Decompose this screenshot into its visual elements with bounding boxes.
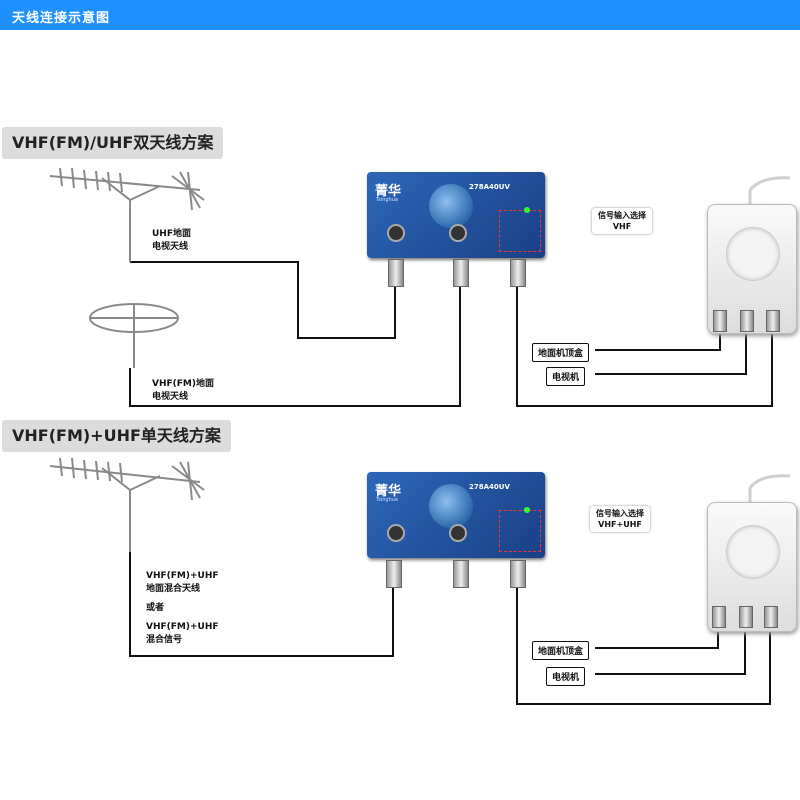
- port-icon: [740, 310, 754, 332]
- amplifier-icon: 菁华 Tsinghua 278A40UV: [367, 172, 545, 258]
- connector-icon: [453, 560, 469, 588]
- amp-brand: 菁华: [375, 484, 402, 499]
- amp-brand-sub: Tsinghua: [376, 497, 398, 503]
- fm-ring-antenna-icon: [89, 303, 179, 368]
- amplifier-icon: 菁华 Tsinghua 278A40UV: [367, 472, 545, 558]
- connector-icon: [453, 259, 469, 287]
- box-face: [726, 525, 780, 579]
- amp-model: 278A40UV: [469, 483, 510, 491]
- section-title-dual: VHF(FM)/UHF双天线方案: [2, 127, 224, 159]
- uhf-antenna-label: UHF地面 电视天线: [152, 229, 191, 252]
- yagi-antenna-icon: [49, 167, 205, 262]
- gain-knob: [449, 224, 467, 242]
- port-icon: [713, 310, 727, 332]
- port-icon: [712, 606, 726, 628]
- globe-icon: [429, 184, 473, 228]
- vhf-antenna-label: VHF(FM)地面 电视天线: [152, 379, 214, 402]
- switch-area: [499, 510, 541, 552]
- header-title: 天线连接示意图: [12, 11, 111, 26]
- gain-knob: [387, 224, 405, 242]
- connector-icon: [510, 560, 526, 588]
- port-icon: [764, 606, 778, 628]
- mixed-antenna-label: VHF(FM)+UHF 地面混合天线 或者 VHF(FM)+UHF 混合信号: [146, 571, 219, 645]
- power-led: [524, 207, 530, 213]
- output-settop-label: 地面机顶盒: [532, 343, 590, 362]
- port-icon: [766, 310, 780, 332]
- connector-icon: [510, 259, 526, 287]
- box-face: [726, 227, 780, 281]
- gain-knob: [387, 524, 405, 542]
- output-tv-label: 电视机: [546, 667, 586, 686]
- amp-model: 278A40UV: [469, 183, 510, 191]
- section-title-single: VHF(FM)+UHF单天线方案: [2, 420, 231, 452]
- signal-select-label: 信号输入选择 VHF+UHF: [590, 506, 650, 532]
- port-icon: [739, 606, 753, 628]
- amp-brand: 菁华: [375, 184, 402, 199]
- connector-icon: [388, 259, 404, 287]
- globe-icon: [429, 484, 473, 528]
- switch-area: [499, 210, 541, 252]
- connector-icon: [386, 560, 402, 588]
- header-bar: 天线连接示意图: [0, 0, 800, 30]
- yagi-antenna-icon: [49, 457, 205, 552]
- power-led: [524, 507, 530, 513]
- gain-knob: [449, 524, 467, 542]
- signal-select-label: 信号输入选择 VHF: [592, 208, 652, 234]
- output-settop-label: 地面机顶盒: [532, 641, 590, 660]
- amp-brand-sub: Tsinghua: [376, 197, 398, 203]
- output-tv-label: 电视机: [546, 367, 586, 386]
